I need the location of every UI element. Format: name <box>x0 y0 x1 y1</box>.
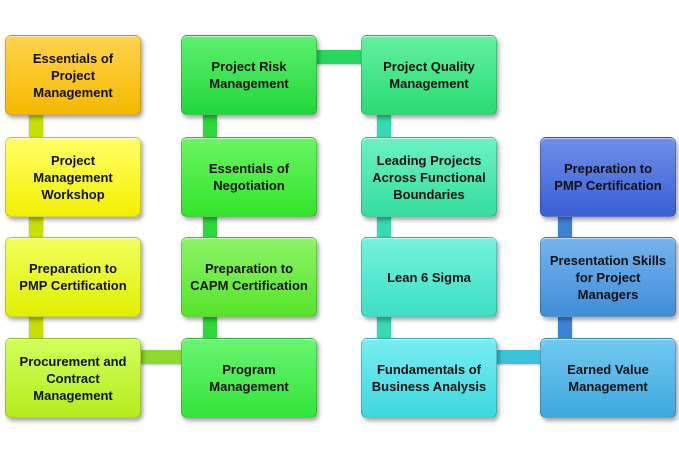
connector-c3-c4-bottom <box>490 350 544 364</box>
course-box-procurement-and-contract-management: Procurement and Contract Management <box>5 338 141 418</box>
course-box-preparation-to-pmp-certification-1: Preparation to PMP Certification <box>5 237 141 317</box>
course-box-presentation-skills-for-project-managers: Presentation Skills for Project Managers <box>540 237 676 317</box>
course-box-project-quality-management: Project Quality Management <box>361 35 497 115</box>
course-box-project-risk-management: Project Risk Management <box>181 35 317 115</box>
course-box-leading-projects-across-functional-boundaries: Leading Projects Across Functional Bound… <box>361 137 497 217</box>
course-box-preparation-to-capm-certification: Preparation to CAPM Certification <box>181 237 317 317</box>
course-box-earned-value-management: Earned Value Management <box>540 338 676 418</box>
course-box-essentials-of-negotiation: Essentials of Negotiation <box>181 137 317 217</box>
connector-c1-c2-bottom <box>140 350 188 364</box>
course-box-fundamentals-of-business-analysis: Fundamentals of Business Analysis <box>361 338 497 418</box>
course-box-program-management: Program Management <box>181 338 317 418</box>
course-box-essentials-of-project-management: Essentials of Project Management <box>5 35 141 115</box>
course-box-preparation-to-pmp-certification-2: Preparation to PMP Certification <box>540 137 676 217</box>
connector-c2-c3-top <box>314 50 366 64</box>
course-box-lean-6-sigma: Lean 6 Sigma <box>361 237 497 317</box>
course-box-project-management-workshop: Project Management Workshop <box>5 137 141 217</box>
